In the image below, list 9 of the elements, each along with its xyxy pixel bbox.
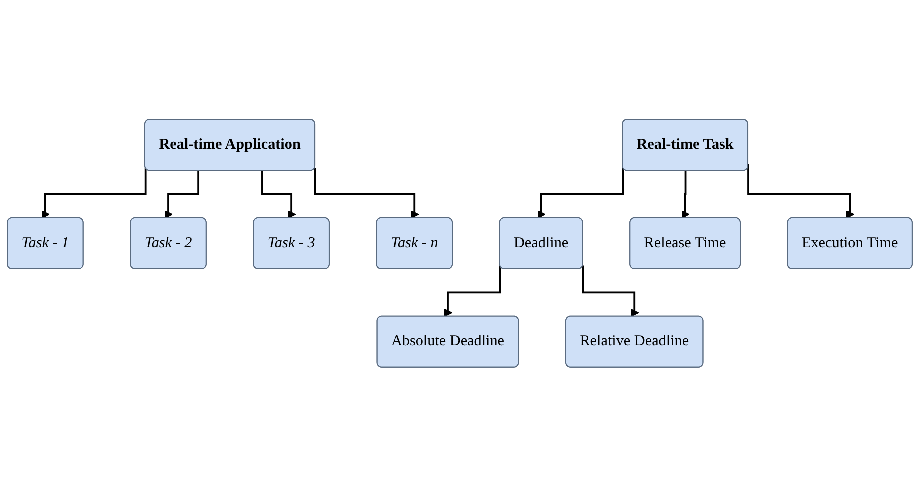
arrow	[314, 168, 420, 218]
arrow	[748, 164, 855, 218]
arrow	[682, 170, 690, 218]
arrow	[444, 265, 502, 317]
arrow	[538, 166, 624, 218]
arrow	[262, 170, 296, 218]
arrow	[42, 168, 147, 218]
arrow	[582, 265, 640, 317]
arrow	[164, 170, 200, 218]
